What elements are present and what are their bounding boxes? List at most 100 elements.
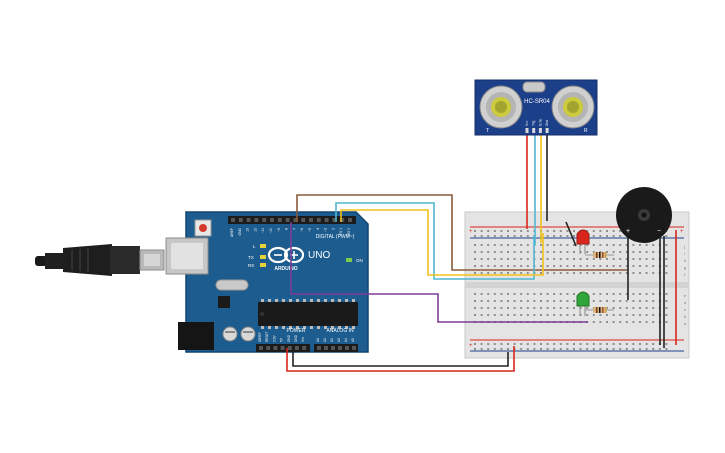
header-pin[interactable] <box>293 218 298 222</box>
breadboard-hole[interactable] <box>573 235 575 237</box>
breadboard-hole[interactable] <box>493 230 496 232</box>
breadboard-hole[interactable] <box>612 307 615 309</box>
breadboard-hole[interactable] <box>592 230 595 232</box>
breadboard-hole[interactable] <box>553 300 556 302</box>
breadboard-hole[interactable] <box>612 300 615 302</box>
breadboard-hole[interactable] <box>579 272 582 274</box>
breadboard-hole[interactable] <box>493 251 496 253</box>
breadboard-hole[interactable] <box>513 307 516 309</box>
breadboard-hole[interactable] <box>665 244 668 246</box>
breadboard-hole[interactable] <box>573 293 575 295</box>
breadboard-hole[interactable] <box>566 314 569 316</box>
breadboard-hole[interactable] <box>487 251 490 253</box>
breadboard-hole[interactable] <box>507 272 509 274</box>
breadboard-hole[interactable] <box>599 300 602 302</box>
breadboard-hole[interactable] <box>526 244 529 246</box>
breadboard-hole[interactable] <box>513 300 516 302</box>
breadboard-hole[interactable] <box>546 244 549 246</box>
breadboard-hole[interactable] <box>573 300 575 302</box>
breadboard-hole[interactable] <box>612 272 615 274</box>
sensor-pin[interactable] <box>525 128 529 133</box>
breadboard-hole[interactable] <box>493 258 496 260</box>
breadboard-hole[interactable] <box>500 293 503 295</box>
breadboard-hole[interactable] <box>652 272 655 274</box>
breadboard-hole[interactable] <box>500 300 503 302</box>
breadboard-hole[interactable] <box>546 230 549 232</box>
breadboard-hole[interactable] <box>625 293 628 295</box>
breadboard-hole[interactable] <box>493 293 496 295</box>
breadboard-hole[interactable] <box>599 343 602 345</box>
breadboard-hole[interactable] <box>513 251 516 253</box>
breadboard-hole[interactable] <box>487 235 490 237</box>
breadboard-hole[interactable] <box>546 272 549 274</box>
breadboard-hole[interactable] <box>573 258 575 260</box>
breadboard-hole[interactable] <box>665 300 668 302</box>
breadboard-hole[interactable] <box>553 244 556 246</box>
breadboard-hole[interactable] <box>526 265 529 267</box>
header-pin[interactable] <box>287 346 292 350</box>
breadboard-hole[interactable] <box>592 265 595 267</box>
breadboard-hole[interactable] <box>513 343 516 345</box>
breadboard-hole[interactable] <box>592 300 595 302</box>
breadboard-hole[interactable] <box>507 258 509 260</box>
breadboard-hole[interactable] <box>579 314 582 316</box>
breadboard-hole[interactable] <box>526 348 529 350</box>
breadboard-hole[interactable] <box>513 265 516 267</box>
breadboard-hole[interactable] <box>474 348 476 350</box>
breadboard-hole[interactable] <box>652 258 655 260</box>
breadboard-hole[interactable] <box>665 348 668 350</box>
breadboard-hole[interactable] <box>526 343 529 345</box>
breadboard-hole[interactable] <box>612 251 615 253</box>
breadboard-hole[interactable] <box>645 343 648 345</box>
breadboard-hole[interactable] <box>632 343 635 345</box>
breadboard-hole[interactable] <box>579 265 582 267</box>
breadboard-hole[interactable] <box>619 300 622 302</box>
breadboard-hole[interactable] <box>559 300 562 302</box>
breadboard-hole[interactable] <box>599 230 602 232</box>
breadboard-hole[interactable] <box>652 251 655 253</box>
breadboard-hole[interactable] <box>625 348 628 350</box>
breadboard-hole[interactable] <box>639 244 641 246</box>
breadboard-hole[interactable] <box>474 244 476 246</box>
breadboard-hole[interactable] <box>619 321 622 323</box>
breadboard-hole[interactable] <box>540 265 542 267</box>
breadboard-hole[interactable] <box>592 272 595 274</box>
breadboard-hole[interactable] <box>599 321 602 323</box>
breadboard-hole[interactable] <box>625 343 628 345</box>
breadboard-hole[interactable] <box>639 251 641 253</box>
breadboard-hole[interactable] <box>500 314 503 316</box>
breadboard-hole[interactable] <box>487 272 490 274</box>
breadboard-hole[interactable] <box>625 307 628 309</box>
breadboard-hole[interactable] <box>665 258 668 260</box>
breadboard-hole[interactable] <box>606 321 608 323</box>
breadboard-hole[interactable] <box>586 251 589 253</box>
breadboard-hole[interactable] <box>566 348 569 350</box>
header-pin[interactable] <box>331 346 335 350</box>
breadboard-hole[interactable] <box>520 343 523 345</box>
breadboard-hole[interactable] <box>652 244 655 246</box>
breadboard-hole[interactable] <box>619 307 622 309</box>
breadboard-hole[interactable] <box>632 244 635 246</box>
resistor-red-led[interactable] <box>585 252 614 258</box>
breadboard-hole[interactable] <box>592 244 595 246</box>
breadboard-hole[interactable] <box>474 272 476 274</box>
breadboard-hole[interactable] <box>645 251 648 253</box>
piezo-buzzer[interactable]: + − <box>616 187 672 243</box>
breadboard-hole[interactable] <box>665 321 668 323</box>
breadboard-hole[interactable] <box>553 251 556 253</box>
breadboard-hole[interactable] <box>520 307 523 309</box>
header-pin[interactable] <box>295 346 299 350</box>
breadboard-hole[interactable] <box>500 343 503 345</box>
breadboard-hole[interactable] <box>500 251 503 253</box>
breadboard-hole[interactable] <box>540 343 542 345</box>
breadboard-hole[interactable] <box>513 244 516 246</box>
breadboard-hole[interactable] <box>573 244 575 246</box>
breadboard-hole[interactable] <box>520 272 523 274</box>
breadboard-hole[interactable] <box>480 272 483 274</box>
breadboard-hole[interactable] <box>546 293 549 295</box>
breadboard-hole[interactable] <box>566 293 569 295</box>
breadboard-hole[interactable] <box>513 258 516 260</box>
breadboard-hole[interactable] <box>480 343 483 345</box>
breadboard-hole[interactable] <box>526 272 529 274</box>
